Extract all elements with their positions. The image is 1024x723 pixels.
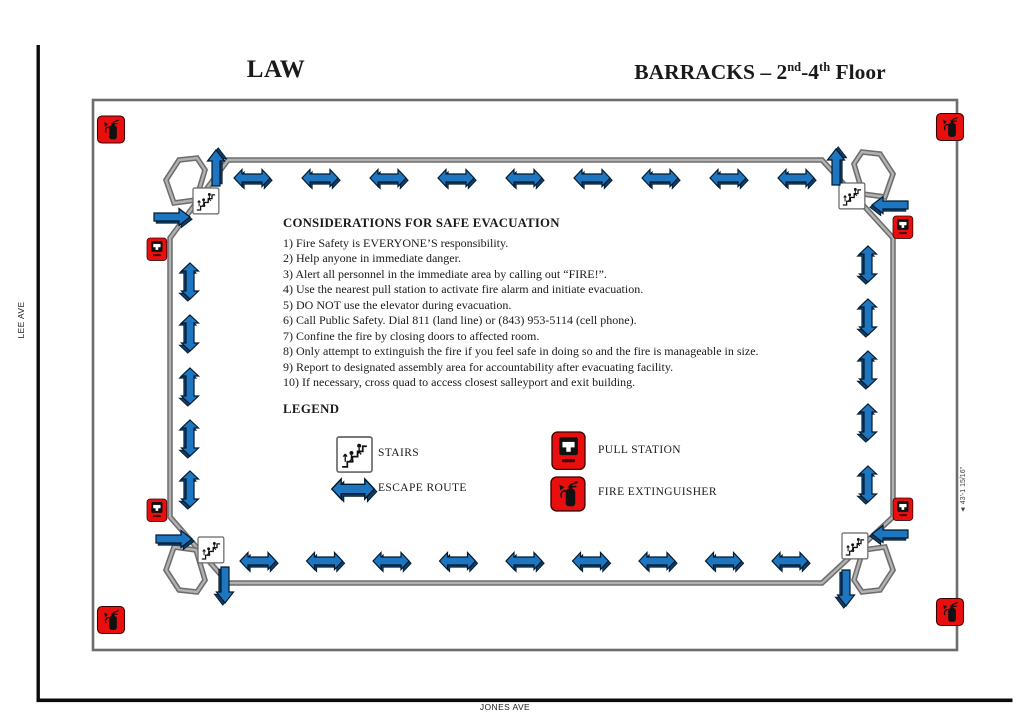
escape-route-arrow bbox=[178, 314, 200, 354]
building-outline bbox=[91, 98, 959, 652]
exit-direction-arrow bbox=[869, 524, 909, 546]
escape-route-arrow bbox=[178, 419, 200, 459]
stairs-icon bbox=[838, 182, 866, 210]
escape-route-arrow bbox=[709, 168, 749, 190]
escape-route-arrow bbox=[178, 470, 200, 510]
title-superscript: nd bbox=[787, 60, 802, 74]
pull-station-icon bbox=[892, 215, 914, 239]
page-title: BARRACKS – 2nd-4th Floor bbox=[605, 60, 915, 85]
escape-route-arrow bbox=[704, 551, 745, 573]
consideration-item: 7) Confine the fire by closing doors to … bbox=[283, 328, 540, 343]
escape-route-arrow bbox=[571, 551, 612, 573]
consideration-item: 3) Alert all personnel in the immediate … bbox=[283, 266, 607, 281]
exit-direction-arrow bbox=[869, 195, 909, 217]
legend-label-escape-route: ESCAPE ROUTE bbox=[378, 482, 467, 494]
consideration-item: 5) DO NOT use the elevator during evacua… bbox=[283, 297, 512, 312]
considerations-list: 1) Fire Safety is EVERYONE’S responsibil… bbox=[283, 236, 803, 391]
street-line-jones-ave bbox=[36, 698, 1013, 703]
stairs-icon bbox=[841, 532, 869, 560]
fire-extinguisher-icon bbox=[96, 605, 126, 635]
escape-route-arrow bbox=[505, 168, 545, 190]
escape-route-arrow bbox=[438, 551, 479, 573]
escape-route-arrow bbox=[641, 168, 681, 190]
escape-route-arrow bbox=[856, 350, 878, 390]
escape-route-arrow bbox=[505, 551, 545, 573]
consideration-item: 10) If necessary, cross quad to access c… bbox=[283, 375, 636, 390]
considerations-heading: CONSIDERATIONS FOR SAFE EVACUATION bbox=[283, 216, 560, 230]
stairs-icon bbox=[336, 436, 373, 473]
fire-extinguisher-icon bbox=[550, 476, 586, 512]
street-label-lee-ave: LEE AVE bbox=[16, 301, 26, 339]
pull-station-icon bbox=[146, 237, 168, 261]
escape-route-arrow bbox=[856, 465, 878, 505]
stairs-icon bbox=[197, 536, 225, 564]
pull-station-icon bbox=[892, 497, 914, 521]
consideration-item: 9) Report to designated assembly area fo… bbox=[283, 359, 674, 374]
escape-route-arrow bbox=[372, 551, 412, 573]
legend-label-pull-station: PULL STATION bbox=[598, 444, 681, 456]
legend-label-fire-extinguisher: FIRE EXTINGUISHER bbox=[598, 486, 717, 498]
title-part: -4 bbox=[801, 60, 820, 85]
escape-route-arrow bbox=[777, 168, 817, 190]
escape-route-arrow bbox=[369, 168, 409, 190]
escape-route-arrow bbox=[305, 551, 346, 573]
stairs-icon bbox=[192, 187, 220, 215]
consideration-item: 8) Only attempt to extinguish the fire i… bbox=[283, 344, 759, 359]
fire-extinguisher-icon bbox=[935, 597, 965, 627]
escape-route-arrow bbox=[233, 168, 273, 190]
consideration-item: 4) Use the nearest pull station to activ… bbox=[283, 282, 644, 297]
building-label: LAW bbox=[246, 56, 306, 83]
street-line-lee-ave bbox=[36, 45, 40, 702]
legend-heading: LEGEND bbox=[283, 402, 340, 416]
pull-station-icon bbox=[146, 498, 168, 522]
street-label-jones-ave: JONES AVE bbox=[479, 702, 531, 712]
escape-route-arrow bbox=[437, 168, 477, 190]
escape-route-arrow bbox=[178, 262, 200, 302]
escape-route-arrow bbox=[638, 551, 678, 573]
escape-route-arrow bbox=[856, 298, 878, 338]
title-part: BARRACKS – 2 bbox=[634, 60, 788, 85]
exit-direction-arrow bbox=[834, 569, 856, 609]
consideration-item: 1) Fire Safety is EVERYONE’S responsibil… bbox=[283, 236, 509, 250]
escape-route-arrow bbox=[771, 551, 811, 573]
escape-route-arrow bbox=[856, 403, 878, 443]
escape-route-arrow-icon bbox=[331, 478, 378, 503]
escape-route-arrow bbox=[301, 168, 341, 190]
escape-route-arrow bbox=[856, 245, 878, 285]
consideration-item: 6) Call Public Safety. Dial 811 (land li… bbox=[283, 313, 637, 328]
fire-extinguisher-icon bbox=[96, 115, 126, 144]
fire-extinguisher-icon bbox=[935, 112, 965, 142]
title-part: Floor bbox=[830, 60, 886, 85]
legend-label-stairs: STAIRS bbox=[378, 447, 420, 459]
escape-route-arrow bbox=[178, 367, 200, 407]
consideration-item: 2) Help anyone in immediate danger. bbox=[283, 251, 461, 266]
pull-station-icon bbox=[551, 431, 586, 471]
escape-route-arrow bbox=[573, 168, 613, 190]
dimension-label: ◄ 43'-1 15/16" bbox=[960, 466, 967, 514]
escape-route-arrow bbox=[239, 551, 279, 573]
title-superscript: th bbox=[819, 60, 831, 74]
